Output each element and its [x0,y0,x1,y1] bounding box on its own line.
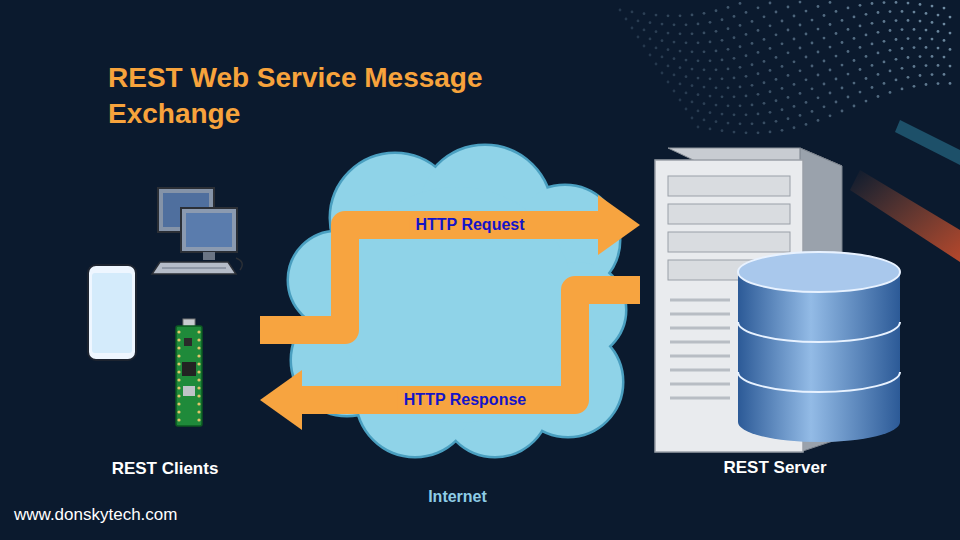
node-label: REST Clients [112,459,219,479]
flow-arrow [260,290,640,430]
arrow-body [298,290,640,400]
client-group: REST Clients [70,180,260,485]
light-streak [895,120,960,165]
watermark: www.donskytech.com [14,505,177,525]
desktop-icon [152,188,242,274]
watermark-text: www.donskytech.com [14,505,177,524]
arrow-head [598,195,640,255]
edge-label: HTTP Response [398,390,532,410]
title-text: REST Web Service Message Exchange [108,62,483,129]
node-label: REST Server [724,458,827,478]
phone-icon [88,265,136,360]
database-cylinder [738,252,900,442]
microcontroller-board [176,319,202,426]
arrow-body [260,225,602,330]
edge-label: HTTP Request [409,215,530,235]
server-group: REST Server [640,145,910,490]
dot-decoration [619,1,952,134]
arrow-head [260,370,302,430]
light-streak [850,170,960,262]
title: REST Web Service Message Exchange [108,60,548,132]
node-label: Internet [428,488,487,506]
